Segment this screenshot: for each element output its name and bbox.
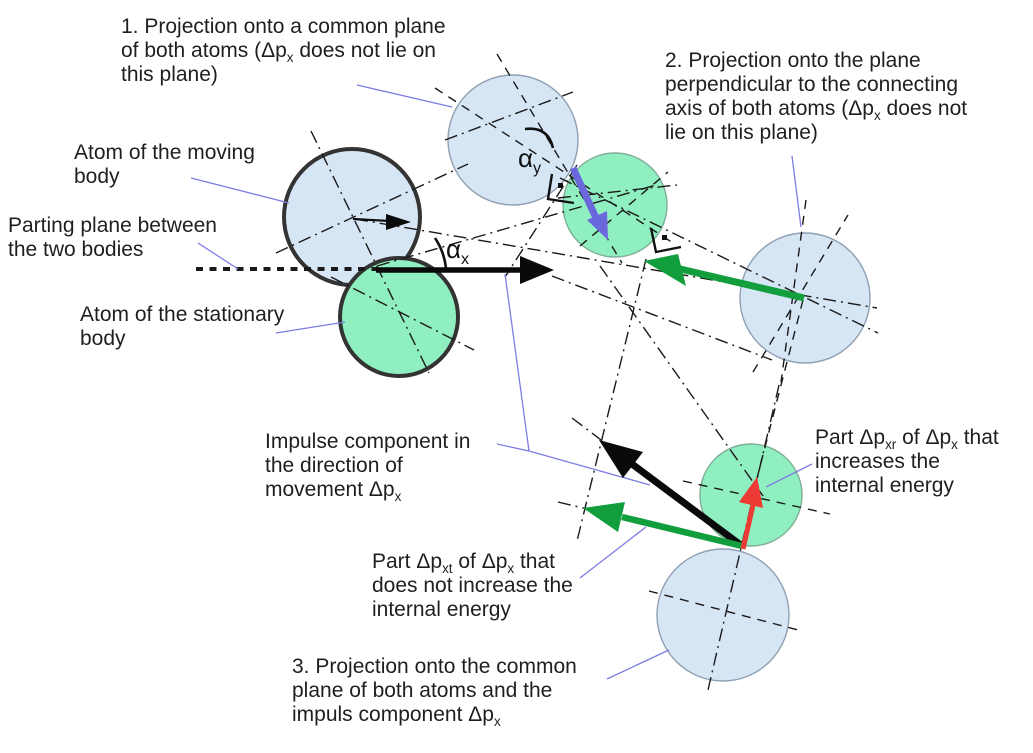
part-xt-green-arrow — [583, 502, 743, 550]
right-angle-dot-right — [662, 235, 667, 240]
label-line: Impulse component in — [265, 430, 471, 453]
note-1-label: 1. Projection onto a common plane of bot… — [121, 15, 446, 87]
leader-atom-stationary — [275, 321, 346, 334]
leader-atom-moving — [190, 177, 290, 204]
label-line: internal energy — [372, 598, 511, 621]
label-line: 1. Projection onto a common plane — [121, 15, 446, 38]
right-angle-mark-left — [546, 173, 575, 205]
note-3-label: 3. Projection onto the common plane of b… — [292, 655, 577, 730]
label-line: increases the — [815, 450, 940, 473]
part-xr-red-arrow — [739, 477, 763, 550]
label-line: the direction of — [265, 454, 403, 477]
impulse-bottom-black-arrow — [599, 440, 745, 549]
label-line: the two bodies — [8, 238, 144, 261]
subscript: x — [873, 108, 881, 124]
velocity-arrow — [352, 214, 411, 230]
label-line: Atom of the stationary — [80, 303, 285, 326]
label-line: movement Δpx — [265, 478, 402, 505]
atom-top-blue-circle — [447, 74, 579, 206]
alpha-y-label: αy — [518, 143, 542, 178]
note-2-label: 2. Projection onto the plane perpendicul… — [665, 49, 967, 145]
right-angle-marks — [546, 173, 682, 254]
subscript: x — [286, 50, 294, 66]
leader-note3 — [606, 649, 670, 680]
label-line: this plane) — [121, 63, 218, 86]
leader-parting-plane — [197, 242, 239, 270]
part-xt-label: Part Δpxt of Δpx that does not increase … — [372, 550, 573, 622]
subscript: x — [493, 714, 501, 730]
label-line: axis of both atoms (Δpx does not — [665, 97, 968, 124]
projection-blue-arrow — [569, 166, 608, 240]
label-line: Part Δpxt of Δpx that — [372, 550, 555, 577]
impulse-component-label: Impulse component in the direction of mo… — [265, 430, 471, 505]
subscript: y — [533, 159, 542, 178]
subscript: x — [507, 561, 515, 577]
alpha-y-arc — [524, 127, 555, 149]
label-line: does not increase the — [372, 574, 573, 597]
subscript: x — [951, 437, 958, 453]
label-line: body — [80, 327, 126, 350]
part-xr-label: Part Δpxr of Δpx that increases the inte… — [815, 426, 999, 498]
leader-part-xt — [579, 526, 647, 579]
label-line: lie on this plane) — [665, 121, 818, 144]
atom-stationary-circle — [338, 256, 460, 378]
subscript: xt — [442, 561, 453, 577]
leader-lines — [190, 84, 813, 680]
label-line: Atom of the moving — [74, 141, 255, 164]
atom-stationary-label: Atom of the stationary body — [80, 303, 284, 351]
atom-moving-label: Atom of the moving body — [74, 141, 255, 189]
arrows — [352, 166, 805, 550]
label-line: internal energy — [815, 474, 954, 497]
atom-right-blue-circle — [739, 232, 871, 364]
label-line: 3. Projection onto the common — [292, 655, 577, 678]
atom-bottom-blue-circle — [656, 548, 790, 682]
alpha-x-arc — [433, 237, 448, 269]
label-line: Part Δpxr of Δpx that — [815, 426, 999, 453]
impulse-dpx-arrow — [376, 256, 554, 284]
leader-part-xr — [765, 463, 813, 488]
alpha-x-label: αx — [446, 234, 470, 269]
label-line: Parting plane between — [8, 214, 217, 237]
label-line: of both atoms (Δpx does not lie on — [121, 39, 436, 66]
label-line: impuls component Δpx — [292, 703, 501, 730]
label-line: 2. Projection onto the plane — [665, 49, 921, 72]
right-angle-dot-left — [558, 183, 563, 188]
parting-plane-label: Parting plane between the two bodies — [8, 214, 217, 262]
subscript: xr — [885, 437, 897, 453]
label-line: plane of both atoms and the — [292, 679, 553, 702]
leader-note1 — [356, 84, 453, 108]
projection-green-arrow — [644, 254, 805, 302]
right-angle-mark-right — [649, 227, 682, 254]
label-line: perpendicular to the connecting — [665, 73, 959, 96]
construction-lines — [196, 53, 879, 691]
label-line: body — [74, 165, 120, 188]
leader-note2 — [791, 155, 802, 228]
angle-arcs — [433, 127, 555, 269]
leader-impulse-fork — [496, 273, 651, 486]
subscript: x — [461, 250, 470, 269]
subscript: x — [394, 489, 402, 505]
